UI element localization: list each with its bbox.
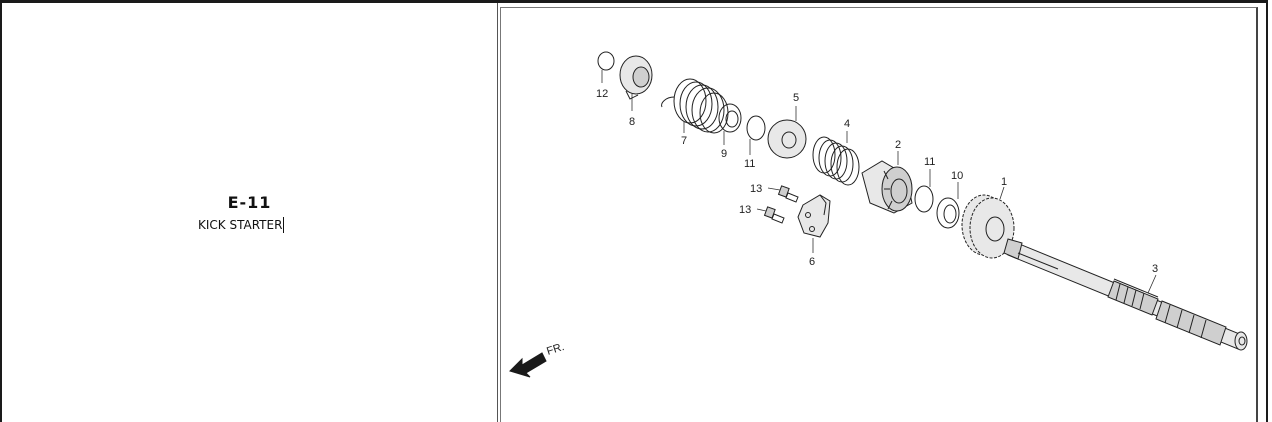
part-8-stopper	[619, 55, 653, 100]
diagram-panel: 12 8 7 9 11 5 4 2 11 10 1 3 13 13 6 FR.	[498, 3, 1266, 422]
part-6-guide-plate	[797, 194, 831, 238]
diagram-frame	[500, 7, 1258, 422]
callout-8: 8	[629, 116, 635, 128]
part-11-circlip-a	[746, 115, 766, 141]
callout-13-a: 13	[750, 183, 762, 195]
callout-6: 6	[809, 256, 815, 268]
part-12-circlip	[597, 51, 615, 71]
part-10-washer	[936, 197, 960, 229]
callout-13-b: 13	[739, 204, 751, 216]
part-5-plate	[767, 119, 807, 159]
callout-7: 7	[681, 135, 687, 147]
exploded-parts-diagram: 12 8 7 9 11 5 4 2 11 10 1 3 13 13 6 FR.	[509, 51, 1248, 378]
callout-9: 9	[721, 148, 727, 160]
callout-11-b: 11	[924, 156, 935, 168]
section-code: E-11	[227, 193, 272, 212]
callout-11-a: 11	[744, 158, 755, 170]
callout-5: 5	[793, 92, 799, 104]
callout-12: 12	[596, 88, 608, 100]
part-7-kick-spring	[661, 78, 729, 134]
callout-labels: 12 8 7 9 11 5 4 2 11 10 1 3 13 13 6	[596, 88, 1158, 275]
callout-2: 2	[895, 139, 901, 151]
section-title: KICK STARTER	[198, 217, 285, 233]
callout-10: 10	[951, 170, 963, 182]
front-arrow-icon	[509, 352, 547, 378]
leader-lines	[601, 70, 1157, 294]
front-direction-indicator: FR.	[509, 341, 566, 378]
part-13-bolt-b	[763, 206, 785, 224]
part-1-gear	[961, 194, 1015, 259]
callout-4: 4	[844, 118, 850, 130]
part-9-washer	[718, 103, 742, 133]
part-11-circlip-b	[914, 185, 934, 213]
part-3-spindle	[1003, 238, 1248, 351]
part-13-bolt-a	[777, 185, 799, 203]
front-label: FR.	[545, 341, 566, 358]
section-label-panel: E-11 KICK STARTER	[2, 3, 498, 422]
callout-1: 1	[1001, 176, 1007, 188]
callout-3: 3	[1152, 263, 1158, 275]
part-4-spring	[812, 136, 860, 186]
part-2-ratchet	[861, 160, 913, 214]
